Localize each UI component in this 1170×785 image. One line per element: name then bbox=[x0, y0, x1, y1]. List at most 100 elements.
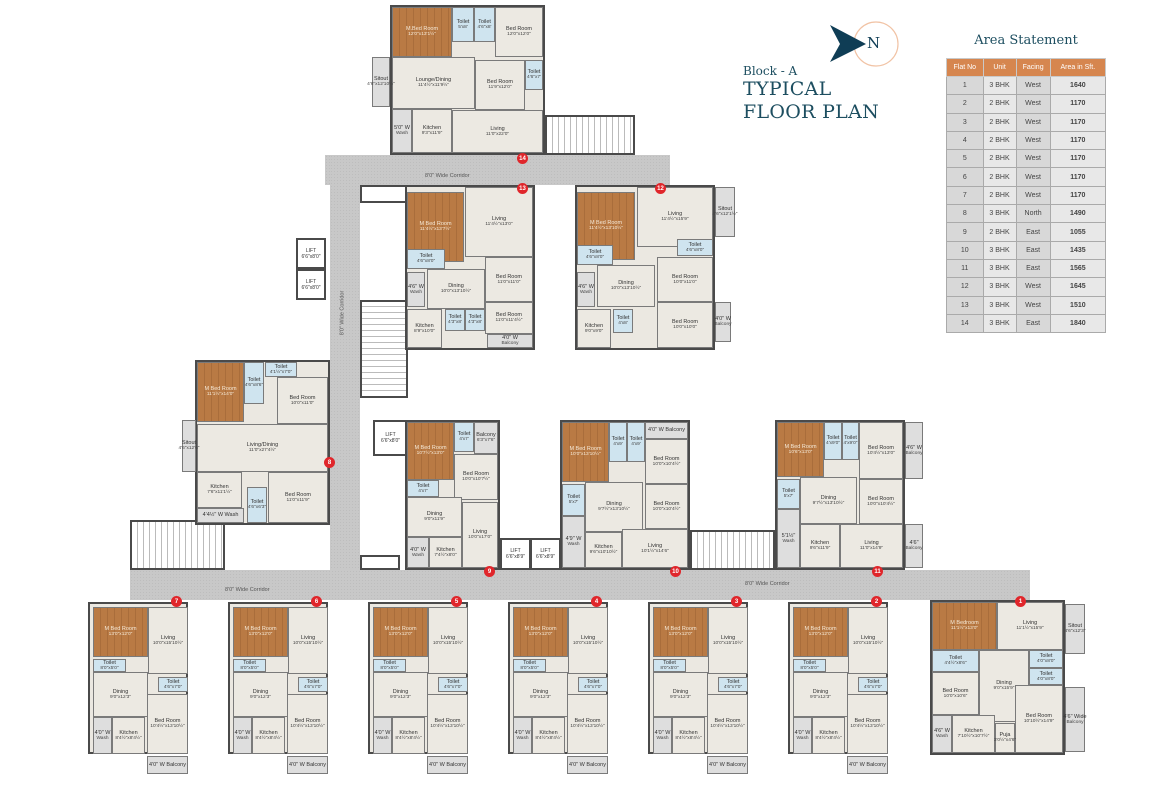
room-dimensions: Wash bbox=[376, 735, 389, 741]
room-dimensions: 4'0"x8'0" bbox=[1036, 676, 1056, 682]
room-label: 4'6" W bbox=[578, 283, 594, 290]
flat-number-marker: 10 bbox=[670, 566, 681, 577]
table-cell: 2 BHK bbox=[982, 185, 1017, 206]
room-dimensions: 8'4½"x8'4½" bbox=[395, 735, 422, 741]
room-label: Toilet bbox=[826, 435, 840, 442]
room-dimensions: 10'4½"x13'10½" bbox=[850, 724, 885, 730]
room-label: Bed Room bbox=[714, 718, 741, 725]
room-label: Living bbox=[472, 529, 488, 536]
room-label: 5'1½" bbox=[781, 532, 796, 539]
room-label: Dining bbox=[392, 688, 409, 695]
table-cell: 12 bbox=[946, 277, 984, 297]
column-header: Flat No bbox=[946, 58, 984, 77]
room-dimensions: 11'4½"x13'0" bbox=[485, 222, 513, 228]
lift-label: LIFT bbox=[305, 247, 317, 254]
room-label: M Bed Room bbox=[419, 221, 452, 228]
room-label: 4'0" W bbox=[234, 729, 251, 736]
room-label: Living bbox=[864, 540, 879, 547]
flat-number-marker: 5 bbox=[451, 596, 462, 607]
room-dimensions: 11'1½"x14'0" bbox=[206, 392, 235, 398]
room-dimensions: 10'0"x15'10½" bbox=[852, 640, 884, 646]
room-label: Toilet bbox=[247, 377, 261, 384]
flat-number-marker: 2 bbox=[871, 596, 882, 607]
room-label: Bed Room bbox=[506, 26, 532, 33]
table-cell: 10 bbox=[946, 240, 984, 260]
corridor-label-bottom-left: 8'0" Wide Corridor bbox=[225, 587, 270, 593]
room-label: Kitchen bbox=[964, 728, 983, 735]
table-cell: 2 BHK bbox=[982, 112, 1017, 132]
room-dimensions: Balcony bbox=[905, 546, 923, 552]
table-cell: 2 BHK bbox=[982, 130, 1017, 151]
room-label: Toilet bbox=[166, 678, 180, 685]
room-dimensions: 8'0"x5'0" bbox=[660, 665, 679, 671]
room-label: 4'6" W bbox=[408, 283, 424, 290]
room-dimensions: 10'4½"x13'10½" bbox=[150, 724, 185, 730]
room-label: Toilet bbox=[448, 314, 462, 321]
room-label: Kitchen bbox=[436, 546, 455, 553]
room-label: Dining bbox=[996, 680, 1012, 687]
room-label: 4'0" W Balcony bbox=[429, 761, 466, 768]
room-label: Dining bbox=[812, 688, 829, 695]
room-dimensions: 10'0"x10'4½" bbox=[652, 461, 681, 467]
room: 4'0" W Balcony bbox=[287, 756, 328, 774]
entry-doors-bottom bbox=[360, 555, 400, 570]
room-label: Dining bbox=[532, 688, 549, 695]
room-dimensions: 9'0"x15'9" bbox=[993, 686, 1015, 692]
room-label: Toilet bbox=[726, 678, 740, 685]
room-dimensions: 10'0"x15'10½" bbox=[432, 640, 464, 646]
room-label: Bed Room bbox=[653, 455, 680, 462]
table-cell: 1640 bbox=[1049, 75, 1107, 96]
room-dimensions: 4'x9' bbox=[631, 442, 641, 448]
room-dimensions: 5'x8' bbox=[458, 24, 468, 30]
room-label: Bed Room bbox=[868, 444, 894, 451]
table-cell: 3 bbox=[946, 112, 984, 132]
room-label: Toilet bbox=[688, 241, 702, 248]
column-header: Area in Sft. bbox=[1049, 58, 1107, 77]
room-label: 4'0" W bbox=[514, 729, 531, 736]
room-dimensions: 12'0"x13'1½" bbox=[408, 32, 436, 38]
room-dimensions: 10'4½"x13'10½" bbox=[570, 724, 605, 730]
flat-number-marker: 4 bbox=[591, 596, 602, 607]
room-dimensions: 10'0"x15'10½" bbox=[292, 640, 324, 646]
room-label: 5'0" W bbox=[394, 125, 410, 132]
